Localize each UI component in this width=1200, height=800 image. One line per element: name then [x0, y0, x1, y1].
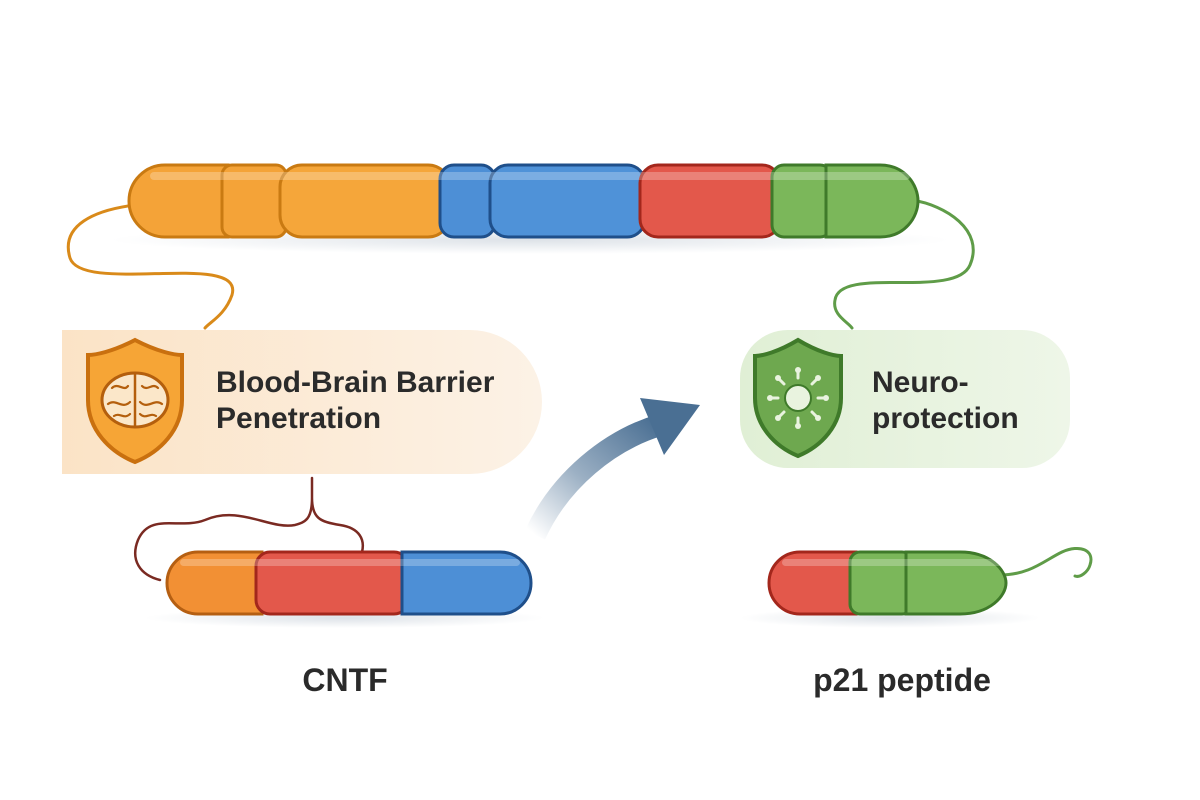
neuro-label-line1: Neuro- [872, 366, 969, 399]
fusion-segment-orange-1 [127, 163, 230, 239]
fusion-right-tether [833, 198, 975, 330]
cntf-tether [134, 476, 364, 582]
svg-text:Neuro- protection: Neuro- protection [872, 366, 1019, 435]
cntf-segment-blue [400, 550, 533, 616]
cntf-segment-orange [165, 550, 264, 616]
fusion-segment-green-2 [824, 163, 920, 239]
fusion-left-tether [66, 203, 234, 330]
p21-highlight [782, 559, 1002, 566]
cntf-highlight [180, 559, 520, 566]
neuro-panel: Neuro- protection [740, 330, 1070, 468]
cntf-molecule [134, 476, 545, 628]
fusion-highlight [150, 172, 910, 180]
bbb-panel: Blood-Brain Barrier Penetration [62, 330, 542, 474]
shield-brain-icon [86, 337, 184, 465]
p21-segment-green-2 [904, 550, 1008, 616]
neuro-label-line2: protection [872, 402, 1019, 435]
shield-virus-icon [753, 337, 843, 459]
svg-text:Blood-Brain Barrier Pene: Blood-Brain Barrier Penetration [216, 366, 503, 435]
p21-caption: p21 peptide [813, 662, 991, 698]
bbb-label-line1: Blood-Brain Barrier [216, 366, 495, 399]
p21-tether [998, 547, 1093, 578]
p21-molecule [740, 547, 1093, 628]
cntf-caption: CNTF [302, 662, 387, 698]
bbb-label-line2: Penetration [216, 402, 381, 435]
fusion-molecule [66, 163, 975, 330]
curved-arrow-icon [524, 398, 700, 540]
p21-segment-red [767, 550, 858, 616]
